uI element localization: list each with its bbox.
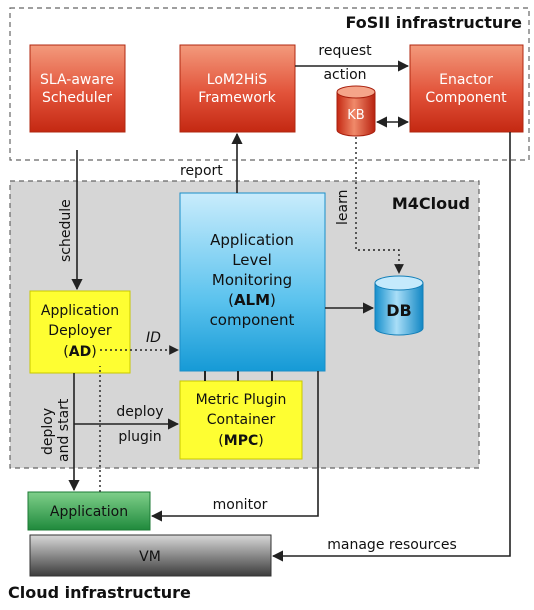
ad-line2: Deployer xyxy=(48,323,112,339)
sla-line1: SLA-aware xyxy=(40,72,114,88)
mpc-node: Metric Plugin Container (MPC) xyxy=(179,380,303,460)
vm-label: VM xyxy=(139,549,161,565)
edge-request-label: request xyxy=(318,43,372,59)
alm-line2: Level xyxy=(232,251,272,269)
mpc-line3: (MPC) xyxy=(218,433,263,449)
edge-deploy-plugin-label-1: deploy xyxy=(116,404,163,420)
alm-line1: Application xyxy=(210,231,294,249)
ad-node: Application Deployer (AD) xyxy=(29,290,131,374)
edge-id-label: ID xyxy=(146,330,161,346)
edge-action-label: action xyxy=(323,67,366,83)
fosii-title: FoSII infrastructure xyxy=(345,13,522,32)
edge-deploy-start-label-1: deploy xyxy=(40,408,56,455)
edge-monitor-label: monitor xyxy=(213,497,268,513)
vm-node: VM xyxy=(29,534,272,577)
alm-bold: ALM xyxy=(234,291,270,309)
alm-line4: (ALM) xyxy=(228,291,276,309)
edge-deploy-start-label-2: and start xyxy=(56,398,72,462)
alm-node: Application Level Monitoring (ALM) compo… xyxy=(179,192,326,372)
edge-deploy-plugin-label-2: plugin xyxy=(118,429,161,445)
enactor-line2: Component xyxy=(425,90,507,106)
ad-line3: (AD) xyxy=(63,344,96,360)
mpc-line1: Metric Plugin xyxy=(196,392,287,408)
edge-learn-label: learn xyxy=(335,190,351,225)
enactor-line1: Enactor xyxy=(439,72,493,88)
edge-manage xyxy=(271,132,511,562)
edge-report-label: report xyxy=(180,163,223,179)
edge-learn xyxy=(355,137,404,274)
lom2his-line2: Framework xyxy=(198,90,276,106)
alm-line5: component xyxy=(210,311,295,329)
edge-monitor xyxy=(150,371,319,522)
m4cloud-title: M4Cloud xyxy=(392,194,470,213)
mpc-line2: Container xyxy=(207,412,276,428)
sla-line2: Scheduler xyxy=(42,90,112,106)
kb-database: KB xyxy=(336,85,376,137)
mpc-bold: MPC xyxy=(224,433,258,449)
lom2his-line1: LoM2HiS xyxy=(207,72,268,88)
sla-scheduler-node: SLA-aware Scheduler xyxy=(29,44,126,133)
ad-line1: Application xyxy=(41,303,119,319)
application-node: Application xyxy=(27,491,151,531)
edge-manage-label: manage resources xyxy=(327,537,456,553)
cloud-title: Cloud infrastructure xyxy=(8,583,191,602)
edge-schedule-label: schedule xyxy=(58,199,74,262)
db-database: DB xyxy=(374,275,424,336)
alm-line3: Monitoring xyxy=(212,271,292,289)
lom2his-node: LoM2HiS Framework xyxy=(179,44,296,133)
db-label: DB xyxy=(386,301,411,320)
ad-bold: AD xyxy=(69,344,91,360)
enactor-node: Enactor Component xyxy=(409,44,524,133)
kb-label: KB xyxy=(347,108,364,123)
application-label: Application xyxy=(50,504,128,520)
